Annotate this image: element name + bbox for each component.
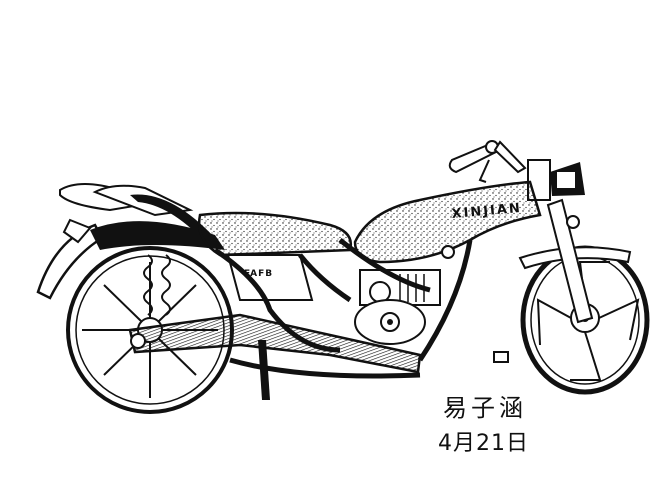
- front-fork: [493, 198, 594, 363]
- rear-fender: [36, 218, 104, 300]
- fuel-tank: XINJIAN: [353, 180, 542, 264]
- kickstand: [258, 340, 270, 400]
- engine: FAFB: [226, 245, 455, 345]
- headlight: [550, 162, 585, 229]
- drawing-date: 4月21日: [438, 431, 529, 456]
- seat: [197, 211, 353, 257]
- exhaust-pipe: [128, 313, 422, 374]
- handlebar: [448, 140, 551, 201]
- rear-shock: [143, 254, 171, 316]
- frame: [213, 238, 473, 379]
- engine-label: FAFB: [244, 269, 273, 279]
- artist-signature: 易子涵: [443, 394, 527, 422]
- tank-label: XINJIAN: [451, 201, 522, 222]
